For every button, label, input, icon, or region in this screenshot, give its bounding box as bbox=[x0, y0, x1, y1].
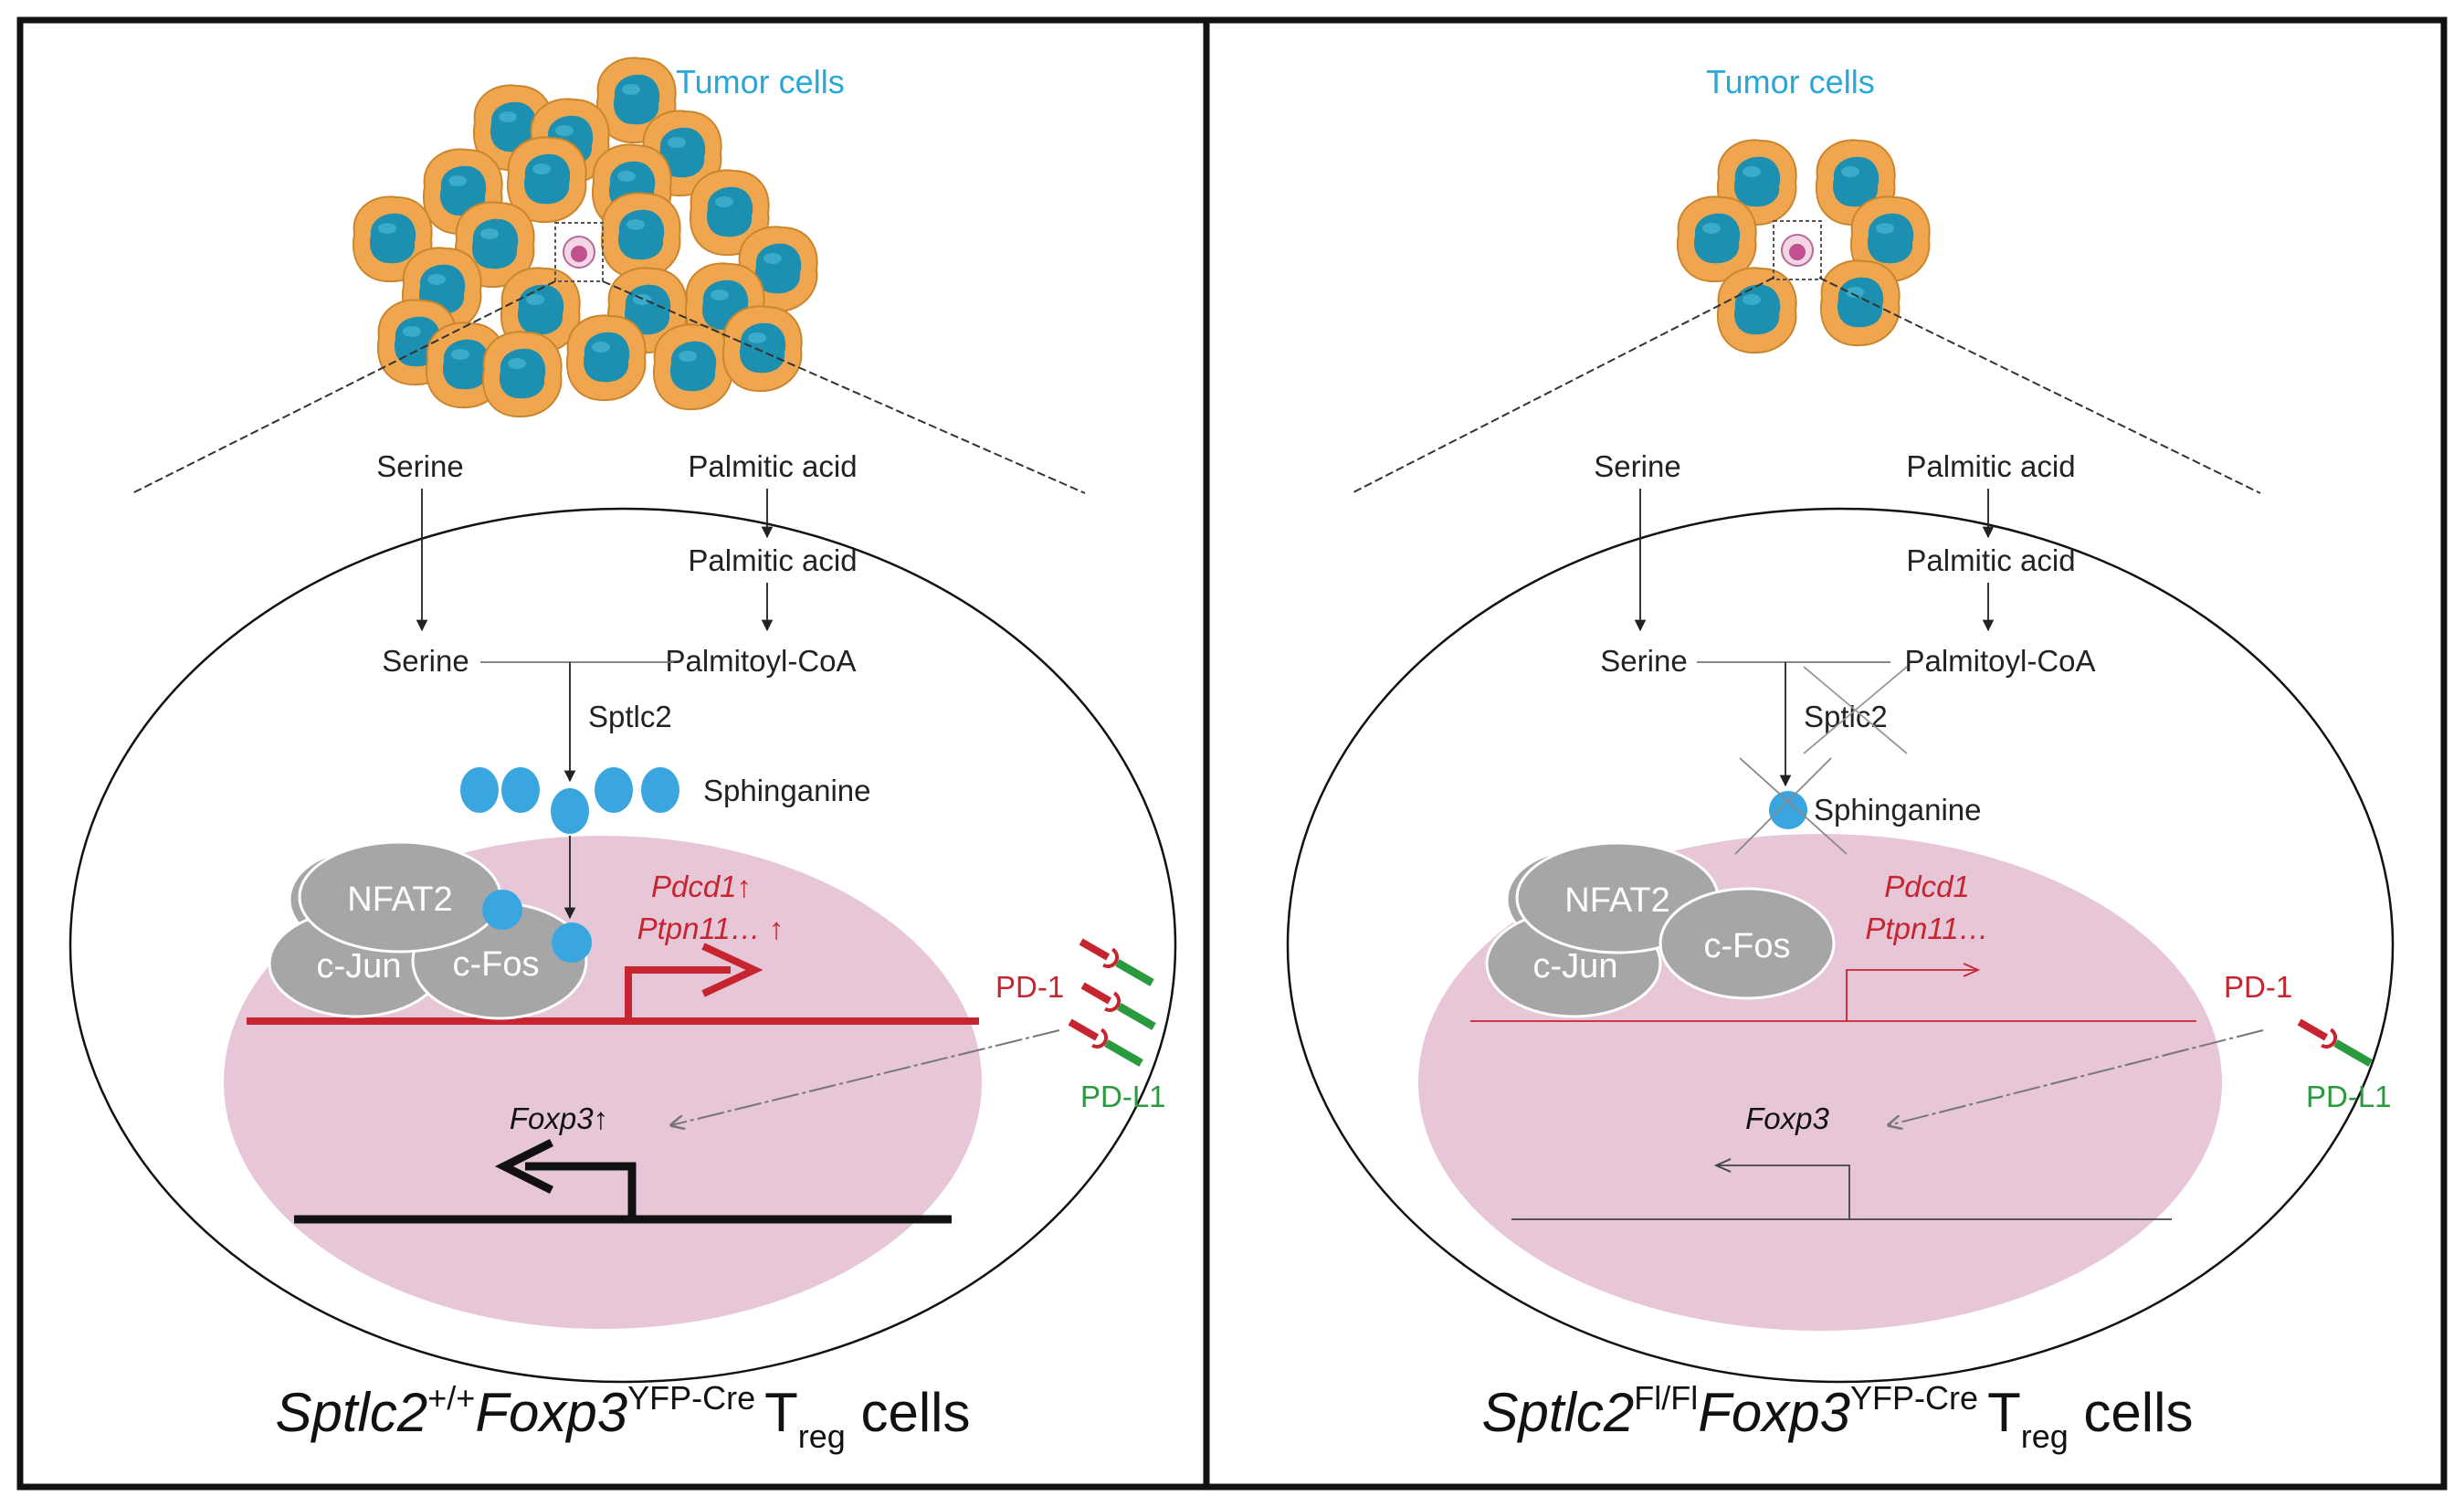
caption-gene-sup: Fl/Fl bbox=[1634, 1379, 1698, 1417]
caption-gene: Sptlc2 bbox=[276, 1382, 428, 1443]
sptlc2-label: Sptlc2 bbox=[1804, 700, 1888, 733]
zoom-line-right bbox=[1818, 277, 2261, 494]
tumor-cells-label: Tumor cells bbox=[1706, 63, 1875, 100]
caption-cell: T bbox=[764, 1382, 798, 1443]
right-panel: Tumor cells Serine Palmitic acid Palmiti… bbox=[1286, 63, 2395, 1455]
zoom-line-left bbox=[132, 280, 556, 494]
pdcd1-gene-label: Pdcd1↑ bbox=[651, 869, 752, 903]
ptpn11-gene-label: Ptpn11… bbox=[1865, 912, 1988, 945]
left-panel: Tumor cells Serine Palmitic acid Palmiti… bbox=[68, 57, 1177, 1455]
pdcd1-promoter-arrow bbox=[625, 966, 731, 1021]
zoom-line-right bbox=[602, 280, 1086, 494]
sphinganine-molecule bbox=[1769, 791, 1807, 829]
outer-frame bbox=[16, 16, 2448, 1491]
pd1-pdl1-receptors bbox=[1068, 938, 1156, 1067]
pdcd1-gene-label: Pdcd1 bbox=[1884, 869, 1970, 903]
palmitic-acid-inside: Palmitic acid bbox=[1906, 543, 2075, 577]
pd1-signal-arrow bbox=[671, 1029, 1060, 1125]
nfat2-label: NFAT2 bbox=[347, 880, 452, 919]
sphinganine-blocked-cross bbox=[1734, 757, 1848, 855]
caption-reporter-sup: YFP-Cre bbox=[627, 1379, 755, 1417]
foxp3-label: Foxp3↑ bbox=[510, 1101, 608, 1135]
caption-gene: Sptlc2 bbox=[1482, 1382, 1635, 1443]
ptpn11-gene-label: Ptpn11… ↑ bbox=[637, 912, 784, 945]
cfos-label: c-Fos bbox=[453, 945, 540, 984]
cjun-label: c-Jun bbox=[317, 947, 402, 985]
pdl1-label: PD-L1 bbox=[1080, 1080, 1166, 1113]
pd1-label: PD-1 bbox=[2224, 970, 2292, 1004]
pd1-signal-arrow bbox=[1889, 1029, 2264, 1125]
sphinganine-molecules bbox=[460, 767, 679, 834]
tumor-cluster-right bbox=[1676, 139, 1931, 354]
tumor-cells-label: Tumor cells bbox=[676, 63, 845, 100]
sptlc2-blocked-cross bbox=[1803, 666, 1908, 754]
palmitoyl-coa: Palmitoyl-CoA bbox=[665, 644, 856, 678]
caption-reporter: Foxp3 bbox=[475, 1382, 627, 1443]
palmitic-acid-outside: Palmitic acid bbox=[1906, 449, 2075, 483]
sptlc2-label: Sptlc2 bbox=[588, 700, 672, 733]
caption-cell-sub: reg bbox=[2021, 1417, 2069, 1455]
foxp3-promoter-arrow bbox=[525, 1162, 637, 1219]
serine-inside: Serine bbox=[382, 644, 469, 678]
serine-inside: Serine bbox=[1600, 644, 1687, 678]
zoom-line-left bbox=[1351, 277, 1774, 494]
foxp3-label: Foxp3 bbox=[1745, 1101, 1829, 1135]
nfat2-label: NFAT2 bbox=[1564, 881, 1669, 920]
tf-complex bbox=[1485, 841, 1836, 1018]
palmitic-acid-inside: Palmitic acid bbox=[688, 543, 857, 577]
sphinganine-label: Sphinganine bbox=[1814, 793, 1982, 827]
foxp3-promoter-arrow bbox=[1717, 1164, 1850, 1219]
cfos-label: c-Fos bbox=[1704, 927, 1791, 965]
foxp3-arrowhead bbox=[494, 1138, 554, 1195]
caption-cell-sub: reg bbox=[798, 1417, 846, 1455]
caption-suffix: cells bbox=[2069, 1382, 2194, 1443]
foxp3-arrowhead bbox=[1713, 1158, 1732, 1173]
tf-complex bbox=[268, 840, 592, 1020]
sphinganine-label: Sphinganine bbox=[703, 774, 871, 807]
pdl1-label: PD-L1 bbox=[2306, 1080, 2392, 1113]
pd1-pdl1-receptor bbox=[2297, 1018, 2373, 1067]
serine-outside: Serine bbox=[376, 449, 463, 483]
palmitoyl-coa: Palmitoyl-CoA bbox=[1904, 644, 2095, 678]
cjun-label: c-Jun bbox=[1533, 947, 1618, 985]
caption-reporter-sup: YFP-Cre bbox=[1850, 1379, 1978, 1417]
serine-outside: Serine bbox=[1594, 449, 1680, 483]
caption-suffix: cells bbox=[846, 1382, 971, 1443]
palmitic-acid-outside: Palmitic acid bbox=[688, 449, 857, 483]
tumor-cluster-left bbox=[352, 57, 818, 418]
pd1-label: PD-1 bbox=[995, 970, 1064, 1004]
caption-cell: T bbox=[1987, 1382, 2021, 1443]
pdcd1-promoter-arrow bbox=[1846, 969, 1977, 1021]
pdcd1-arrowhead bbox=[701, 943, 763, 997]
pdcd1-arrowhead bbox=[1963, 963, 1981, 977]
caption-gene-sup: +/+ bbox=[427, 1379, 475, 1417]
caption-reporter: Foxp3 bbox=[1698, 1382, 1850, 1443]
